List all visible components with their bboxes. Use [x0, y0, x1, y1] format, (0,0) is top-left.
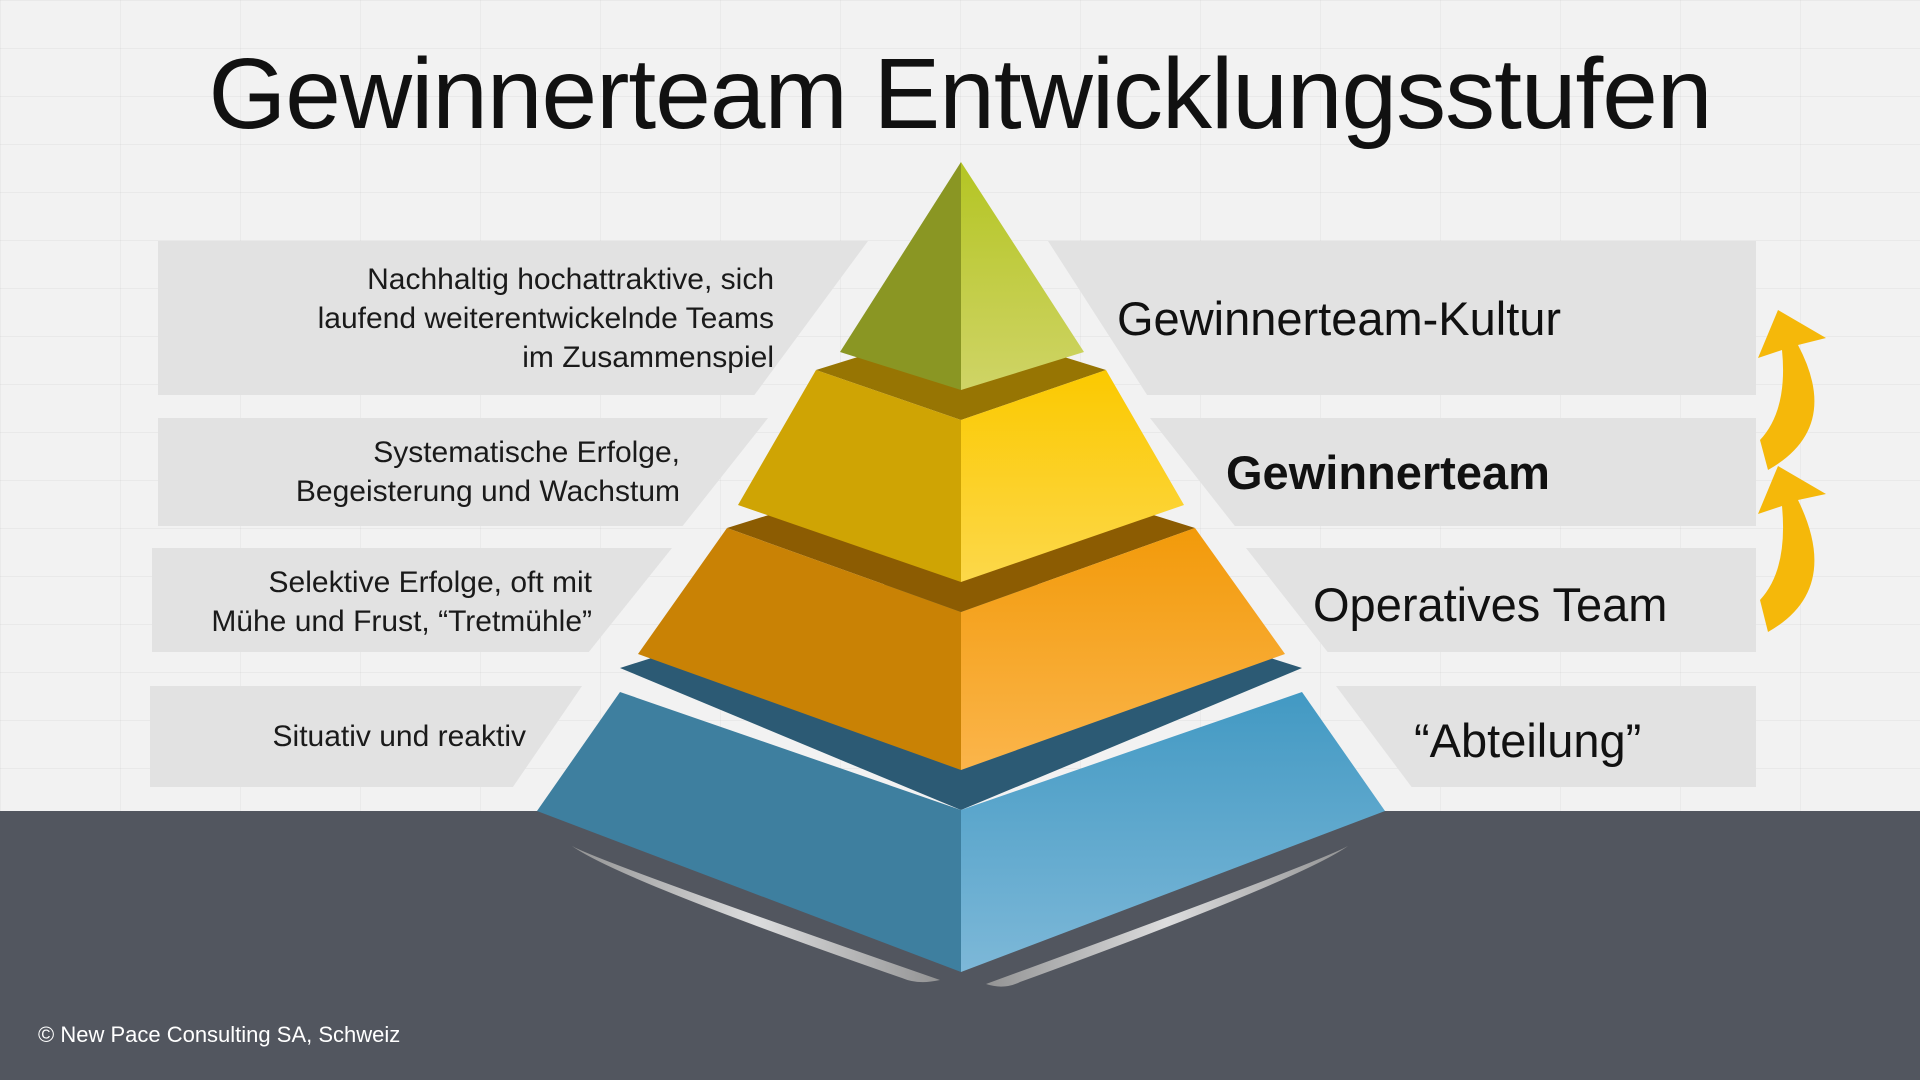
- level-4-left-face: [537, 692, 961, 972]
- pyramid-shadow-right: [986, 846, 1348, 987]
- level-4-description: Situativ und reaktiv: [272, 720, 526, 753]
- copyright-notice: © New Pace Consulting SA, Schweiz: [38, 1022, 401, 1047]
- band-left-1: [158, 241, 868, 395]
- progress-arrow-upper: [1758, 310, 1826, 470]
- band-right-3: [1246, 548, 1756, 652]
- level-4-label: “Abteilung”: [1414, 714, 1642, 767]
- level-1-right-face: [961, 162, 1084, 390]
- progress-arrow-lower: [1758, 466, 1826, 632]
- level-2-left-face: [738, 370, 961, 582]
- level-1-label: Gewinnerteam-Kultur: [1117, 292, 1562, 345]
- level-2-label: Gewinnerteam: [1226, 446, 1550, 499]
- level-3-left-face: [638, 528, 961, 770]
- level-1-description: Nachhaltig hochattraktive, sich laufend …: [317, 263, 774, 374]
- band-left-3: [152, 548, 672, 652]
- level-3-right-face: [961, 528, 1285, 770]
- level-1-left-face: [840, 162, 961, 390]
- band-right-1: [1048, 241, 1756, 395]
- band-left-2: [158, 418, 768, 526]
- level-2-description: Systematische Erfolge, Begeisterung und …: [295, 436, 680, 508]
- level-2-right-face: [961, 370, 1184, 582]
- level-3-label: Operatives Team: [1313, 578, 1668, 631]
- level-3-description: Selektive Erfolge, oft mit Mühe und Frus…: [211, 566, 592, 638]
- pyramid-shadow-left: [572, 846, 940, 983]
- page-title: Gewinnerteam Entwicklungsstufen: [208, 38, 1712, 150]
- band-right-4: [1336, 686, 1756, 787]
- band-right-2: [1150, 418, 1756, 526]
- band-left-4: [150, 686, 582, 787]
- level-4-right-face: [961, 692, 1385, 972]
